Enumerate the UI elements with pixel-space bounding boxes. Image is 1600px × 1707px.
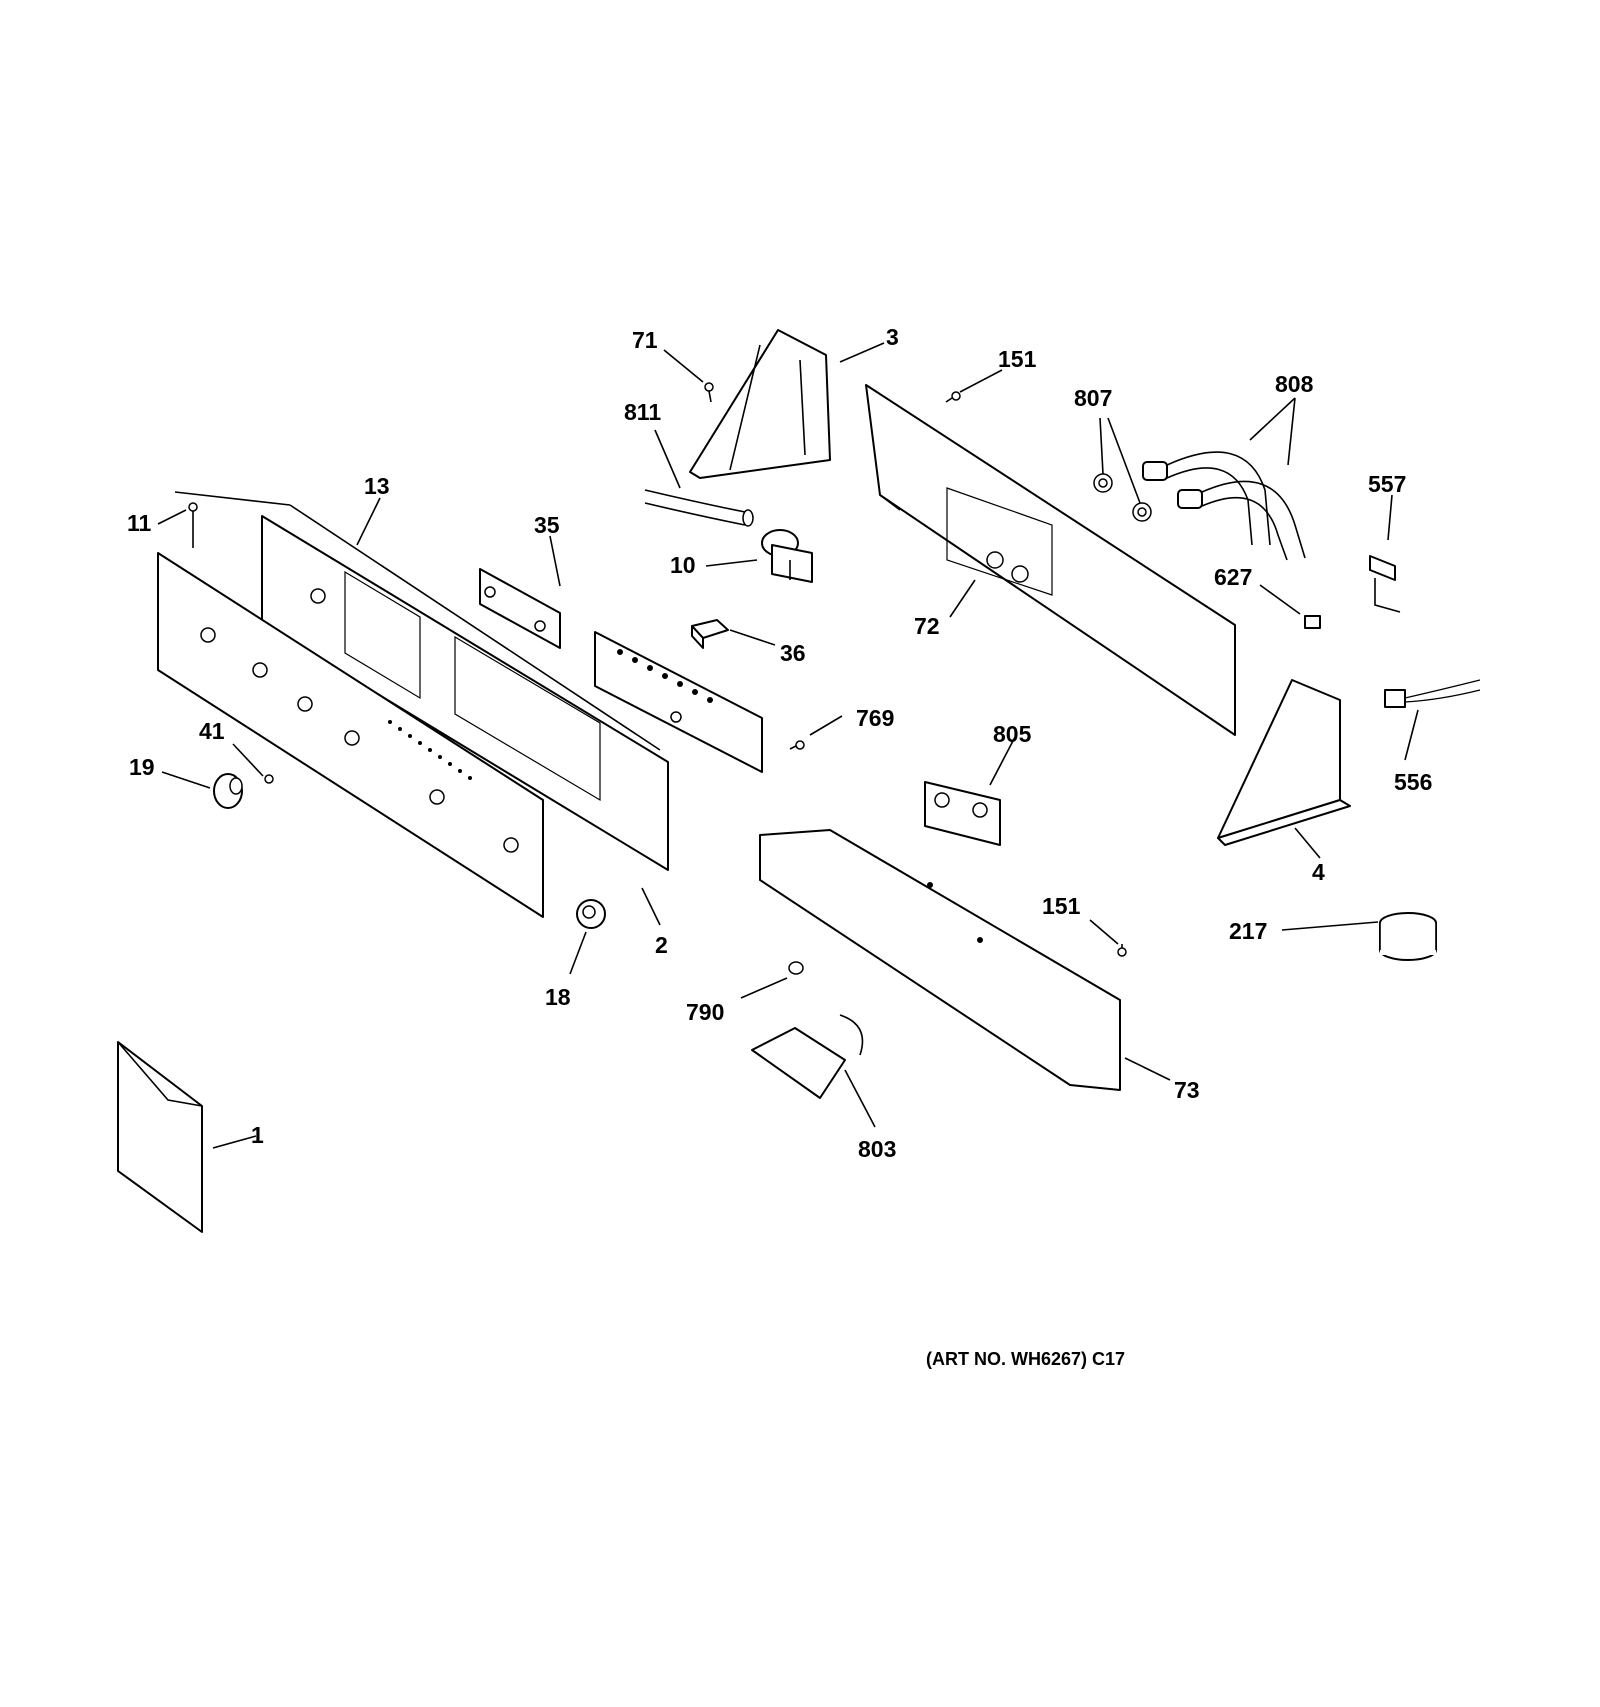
part-board-housing [594, 631, 763, 773]
part-808-inlet-hoses [1142, 451, 1306, 561]
callout-13: 13 [364, 473, 390, 499]
callout-71: 71 [632, 327, 658, 353]
leader-lines [157, 342, 1419, 1149]
callout-36: 36 [780, 640, 806, 666]
callout-18: 18 [545, 984, 571, 1010]
callout-labels: 71 3 151 807 808 811 557 13 35 11 10 627… [127, 324, 1432, 1369]
callout-556: 556 [1394, 769, 1432, 795]
part-4-side-bracket [1217, 679, 1351, 846]
part-811-hose [644, 489, 754, 527]
part-3-mounting-bracket [689, 329, 831, 479]
callout-627: 627 [1214, 564, 1252, 590]
callout-35: 35 [534, 512, 560, 538]
part-35-board-bracket [479, 568, 561, 649]
part-73-bottom-support [759, 829, 1121, 1091]
callout-10: 10 [670, 552, 696, 578]
callout-41: 41 [199, 718, 225, 744]
art-number: (ART NO. WH6267) C17 [926, 1349, 1125, 1369]
part-627-clip [1304, 615, 1321, 629]
part-18-grommet [576, 899, 606, 929]
callout-557: 557 [1368, 471, 1406, 497]
callout-805: 805 [993, 721, 1032, 747]
part-769-screw [789, 740, 805, 750]
callout-3: 3 [886, 324, 899, 350]
part-556-harness [1384, 679, 1481, 708]
part-151-screw-top [945, 391, 961, 403]
part-807-washers [1093, 473, 1152, 522]
part-71-screw [704, 382, 714, 403]
part-10-pressure-switch [761, 529, 813, 583]
part-790-clamp [788, 961, 804, 975]
part-151-screw-lower [1117, 944, 1127, 957]
callout-19: 19 [129, 754, 155, 780]
part-11-screw [188, 502, 198, 548]
callout-811: 811 [624, 399, 661, 425]
callout-769: 769 [856, 705, 894, 731]
part-19-knob [213, 773, 243, 809]
part-557-connector [1369, 555, 1401, 613]
callout-73: 73 [1174, 1077, 1200, 1103]
callout-11: 11 [127, 510, 152, 536]
callout-217: 217 [1229, 918, 1267, 944]
callout-790: 790 [686, 999, 724, 1025]
callout-803: 803 [858, 1136, 896, 1162]
callout-72: 72 [914, 613, 940, 639]
part-803-bracket [751, 1014, 864, 1099]
part-1-envelope [117, 1041, 203, 1233]
callout-807: 807 [1074, 385, 1112, 411]
callout-1: 1 [251, 1122, 264, 1148]
part-41-spring [264, 774, 274, 784]
part-13-control-panel-frame [174, 491, 669, 871]
part-36-block [691, 619, 729, 649]
part-72-back-panel [865, 384, 1236, 736]
part-217-capacitor [1379, 912, 1437, 961]
part-805-water-valve [924, 781, 1001, 846]
part-2-front-control-panel [157, 552, 544, 918]
callout-2: 2 [655, 932, 668, 958]
callout-4: 4 [1312, 859, 1325, 885]
callout-808: 808 [1275, 371, 1314, 397]
callout-151-lower: 151 [1042, 893, 1081, 919]
callout-151-top: 151 [998, 346, 1037, 372]
